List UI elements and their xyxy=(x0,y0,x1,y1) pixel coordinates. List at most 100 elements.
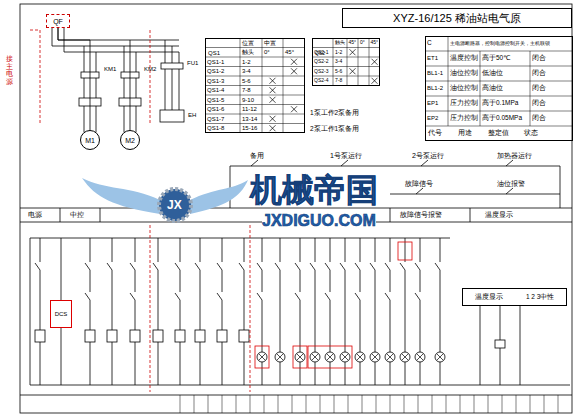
drawing-title: XYZ-16/125 稀油站电气原 xyxy=(393,13,521,24)
wire xyxy=(180,270,181,292)
table-rule xyxy=(205,47,305,48)
grid-tick xyxy=(544,395,545,413)
contact-symbol xyxy=(251,160,258,166)
wire xyxy=(300,362,301,385)
relay-coil xyxy=(195,330,205,342)
wire xyxy=(280,362,281,385)
wire xyxy=(280,238,281,262)
wire xyxy=(230,166,231,208)
contact-symbol xyxy=(325,293,330,300)
wire xyxy=(158,342,159,385)
table-rule xyxy=(312,47,380,48)
wire xyxy=(300,270,301,292)
power-feed xyxy=(58,28,130,130)
relay-coil xyxy=(85,330,95,342)
wire xyxy=(222,270,223,292)
highlight-box xyxy=(398,242,412,260)
contact-symbol xyxy=(153,263,158,270)
wire xyxy=(61,328,62,385)
table-cell: QS1-5 xyxy=(207,97,224,103)
node-text: M2 xyxy=(125,137,135,144)
wire xyxy=(360,362,361,385)
contact-symbol xyxy=(257,263,262,270)
cross-mark xyxy=(277,354,283,360)
table-cell: QS2-1 xyxy=(314,50,328,55)
lamp-symbol xyxy=(435,352,445,362)
wire xyxy=(420,362,421,385)
wire xyxy=(90,342,91,385)
contact-symbol xyxy=(415,263,420,270)
resistor-symbol xyxy=(495,340,505,348)
cross-mark xyxy=(372,59,378,65)
wire xyxy=(180,342,181,385)
cross-mark xyxy=(270,125,276,131)
contact-symbol xyxy=(355,263,360,270)
node-text: QF xyxy=(53,18,63,25)
drawing-border xyxy=(20,4,572,413)
cross-mark xyxy=(350,49,356,55)
lamp-symbol xyxy=(257,352,267,362)
earth-line xyxy=(250,225,251,392)
grid-tick xyxy=(334,395,335,413)
table-cell: 3-4 xyxy=(242,68,251,74)
table-cell: QS1-8 xyxy=(207,125,224,131)
cross-mark xyxy=(357,354,363,360)
wire xyxy=(300,238,301,262)
band-label: 电源 xyxy=(28,212,42,219)
wire xyxy=(30,238,450,239)
table-rule xyxy=(205,114,305,115)
cross-mark xyxy=(372,354,378,360)
cross-mark xyxy=(387,354,393,360)
table-cell: 闭合 xyxy=(532,100,546,107)
wire xyxy=(222,342,223,385)
table-cell: 闭合 xyxy=(532,55,546,62)
cross-mark xyxy=(350,68,356,74)
wire xyxy=(560,166,561,208)
contact-symbol xyxy=(217,293,222,300)
table-rule xyxy=(205,66,305,67)
fuse-symbol xyxy=(161,63,183,69)
grid-tick xyxy=(362,395,363,413)
wire xyxy=(262,238,263,262)
node-text: QS1 xyxy=(208,50,220,56)
dcs-box: DCS xyxy=(50,300,72,328)
contact-symbol xyxy=(421,160,428,166)
table-cell: 3-4 xyxy=(335,59,342,64)
node-text: DCS xyxy=(55,311,68,317)
table-cell: 0° xyxy=(264,49,270,55)
cross-mark xyxy=(270,87,276,93)
wire xyxy=(222,300,223,330)
wing-icon xyxy=(82,178,160,214)
relay-coil xyxy=(239,330,249,342)
cross-mark xyxy=(342,354,348,360)
wire xyxy=(500,306,501,340)
wire xyxy=(345,238,346,262)
wire xyxy=(345,270,346,352)
grid-tick xyxy=(516,395,517,413)
wire xyxy=(84,46,85,132)
cross-mark xyxy=(297,354,303,360)
earth-line xyxy=(40,30,41,125)
table-rule xyxy=(530,51,531,126)
cross-mark xyxy=(357,354,363,360)
relay-coil xyxy=(153,330,163,342)
cross-mark xyxy=(291,106,297,112)
lamp-symbol xyxy=(325,352,335,362)
wire xyxy=(470,208,471,222)
lamp-symbol xyxy=(400,352,410,362)
table-cell: QS1-2 xyxy=(207,68,224,74)
grid-tick xyxy=(376,395,377,413)
wire xyxy=(90,270,91,292)
contact-symbol xyxy=(130,293,135,300)
contact-symbol xyxy=(310,263,315,270)
table-cell: 1-2 xyxy=(242,59,251,65)
table-cell: 9-10 xyxy=(242,97,254,103)
contact-symbol xyxy=(85,293,90,300)
contact-symbol xyxy=(385,293,390,300)
grid-tick xyxy=(502,395,503,413)
grid-tick xyxy=(180,395,181,413)
table-cell: 主电源断路器，控制电源控制开关，主机联锁 xyxy=(450,41,550,46)
contact-symbol xyxy=(385,263,390,270)
